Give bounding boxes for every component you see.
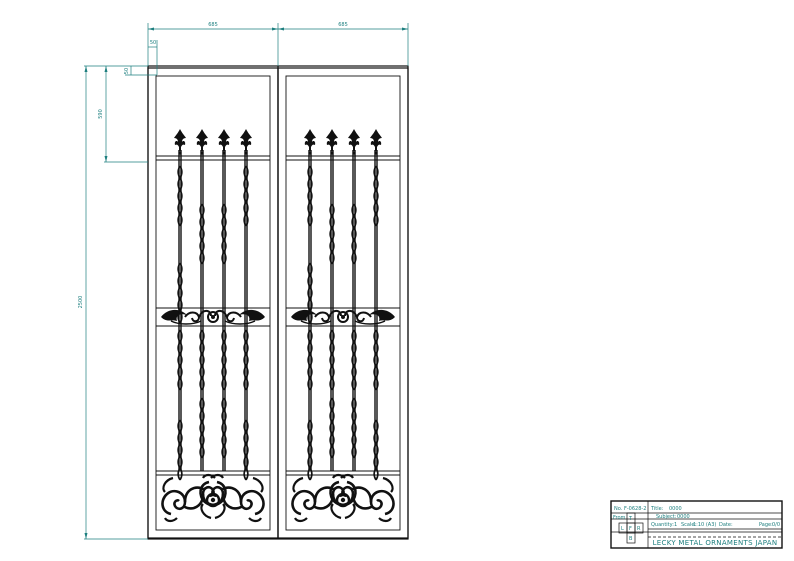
tb-view-b: B bbox=[629, 536, 633, 542]
tb-view-r: R bbox=[637, 526, 641, 532]
tb-drawing-no: F-0628-2 bbox=[624, 506, 646, 512]
tb-view-f: F bbox=[629, 526, 632, 532]
title-block: No. F-0628-2 Title: 0000 Subject: 0000 F… bbox=[610, 500, 783, 549]
gate-leaf-left bbox=[148, 68, 278, 538]
tb-scale-label: Scale: bbox=[681, 522, 696, 528]
tb-title-value: 0000 bbox=[669, 506, 682, 512]
dim-top-right: 685 bbox=[338, 22, 348, 28]
dimension-lines bbox=[84, 23, 409, 540]
tb-quantity-value: 1 bbox=[674, 522, 677, 528]
tb-subject-value: 0000 bbox=[677, 514, 690, 520]
tb-view-t: T bbox=[628, 516, 633, 522]
tb-page-value: 0/0 bbox=[772, 522, 780, 528]
tb-view-l: L bbox=[621, 526, 624, 532]
tb-page-label: Page: bbox=[759, 522, 773, 528]
tb-company: LECKY METAL ORNAMENTS JAPAN bbox=[653, 539, 778, 547]
dim-top-panel: 590 bbox=[98, 109, 104, 119]
gate-leaf-right bbox=[278, 68, 408, 538]
tb-subject-label: Subject: bbox=[656, 514, 677, 520]
tb-from-label: From bbox=[613, 515, 626, 521]
tb-date-label: Date: bbox=[719, 522, 733, 528]
dim-frame-width: 50 bbox=[150, 40, 156, 46]
tb-no-label: No. bbox=[614, 506, 623, 512]
tb-scale-value: 1:10 (A3) bbox=[693, 522, 716, 528]
dim-frame-top: 50 bbox=[124, 68, 130, 74]
tb-quantity-label: Quantity: bbox=[651, 522, 674, 528]
dim-overall-height: 2500 bbox=[78, 296, 84, 309]
dim-top-left: 685 bbox=[208, 22, 218, 28]
tb-title-label: Title: bbox=[650, 506, 664, 512]
